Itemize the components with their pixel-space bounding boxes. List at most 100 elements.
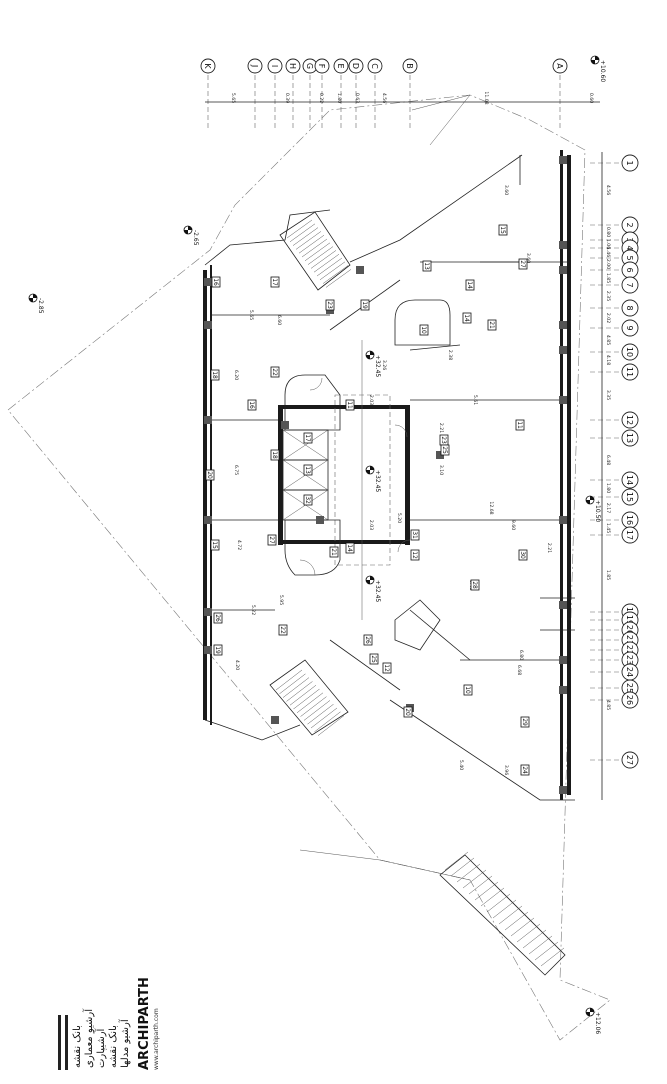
grid-label: 11 <box>625 367 634 377</box>
grid-label: 10 <box>625 347 634 357</box>
grid-bubble-i: I <box>267 58 283 74</box>
dimension-label: 2.35 <box>605 291 611 301</box>
room-number: 15 <box>211 541 218 549</box>
room-dimension: 3.60 <box>525 253 531 263</box>
room-tag: 19 <box>213 644 223 656</box>
grid-bubble-24: 24 <box>621 663 639 681</box>
grid-bubble-27: 27 <box>621 751 639 769</box>
room-tag: 13 <box>303 464 313 476</box>
room-dimension: 2.21 <box>546 543 552 553</box>
grid-label: 6 <box>625 267 634 272</box>
grid-bubble-8: 8 <box>621 299 639 317</box>
grid-label: K <box>203 63 212 69</box>
room-tag: 12 <box>410 549 420 561</box>
dimension-label: 5.65 <box>230 93 236 103</box>
room-tag: 26 <box>213 612 223 624</box>
room-number: 24 <box>521 766 528 774</box>
room-number: 29 <box>521 718 528 726</box>
room-number: 11 <box>346 401 353 409</box>
room-dimension: 5.61 <box>472 395 478 405</box>
dimension-label: 0.63 <box>354 93 360 103</box>
level-value: +32.45 <box>374 580 381 602</box>
level-marker: +12.06 <box>585 1007 601 1034</box>
room-dimension: 9.60 <box>510 520 516 530</box>
grid-bubble-15: 15 <box>621 488 639 506</box>
room-tag: 31 <box>410 529 420 541</box>
grid-label: 5 <box>625 255 634 260</box>
grid-bubble-e: E <box>333 58 349 74</box>
grid-label: 12 <box>625 415 634 425</box>
grid-label: 15 <box>625 492 634 502</box>
room-tag: 30 <box>518 549 528 561</box>
dimension-label: 4.56 <box>605 185 611 195</box>
room-dimension: 2.03 <box>368 520 374 530</box>
column <box>316 516 324 524</box>
room-tag: 14 <box>345 542 355 554</box>
level-value: +32.45 <box>374 355 381 377</box>
room-tag: 20 <box>403 706 413 718</box>
room-dimension: 12.68 <box>488 501 494 514</box>
level-value: -2.65 <box>192 230 199 246</box>
room-tag: 10 <box>419 324 429 336</box>
structural-columns <box>204 156 567 794</box>
room-tag: 16 <box>247 399 257 411</box>
grid-label: H <box>288 63 297 69</box>
room-number: 26 <box>364 636 371 644</box>
column <box>204 321 212 329</box>
room-tag: 22 <box>270 366 280 378</box>
grid-bubble-k: K <box>200 58 216 74</box>
room-number: 21 <box>488 321 495 329</box>
level-value: +12.06 <box>594 1012 601 1034</box>
room-dimension: 4.72 <box>236 540 242 550</box>
grid-label: E <box>336 63 345 68</box>
grid-bubble-h: H <box>285 58 301 74</box>
room-tag: 12 <box>382 662 392 674</box>
level-marker: +10.60 <box>590 55 606 82</box>
level-marker: -2.85 <box>28 293 44 314</box>
grid-label: 23 <box>625 655 634 665</box>
logo-line-5: آرشیو مدلها <box>118 1018 131 1068</box>
room-tag: 11 <box>345 399 355 411</box>
room-tag: 16 <box>211 276 221 288</box>
column <box>559 396 567 404</box>
column <box>436 451 444 459</box>
grid-label: J <box>250 64 259 67</box>
dimension-label: 0.60 <box>588 93 594 103</box>
column <box>204 278 212 286</box>
column <box>204 646 212 654</box>
column <box>559 156 567 164</box>
room-tag: 13 <box>422 260 432 272</box>
room-number: 18 <box>211 371 218 379</box>
column <box>559 686 567 694</box>
room-number: 20 <box>206 471 213 479</box>
room-number: 23 <box>326 301 333 309</box>
right-dimension-string: 4.560.801.061.462.001.852.352.024.854.18… <box>605 185 611 710</box>
grid-bubble-7: 7 <box>621 276 639 294</box>
grid-label: G <box>305 63 314 69</box>
room-number: 18 <box>271 451 278 459</box>
room-tag: 26 <box>363 634 373 646</box>
dimension-label: 0.80 <box>605 227 611 237</box>
room-dimension: 5.95 <box>278 595 284 605</box>
room-tag: 23 <box>439 434 449 446</box>
grid-label: 25 <box>625 683 634 693</box>
room-number: 16 <box>212 278 219 286</box>
room-tag: 25 <box>369 653 379 665</box>
room-tag: 15 <box>498 224 508 236</box>
room-number: 25 <box>441 446 448 454</box>
grid-bubble-10: 10 <box>621 343 639 361</box>
room-number: 28 <box>471 581 478 589</box>
column <box>356 266 364 274</box>
room-dimension: 2.03 <box>368 395 374 405</box>
grid-label: 9 <box>625 325 634 330</box>
room-tag: 14 <box>465 279 475 291</box>
grid-label: 2 <box>625 222 634 227</box>
dimension-label: 2.00 <box>605 259 611 269</box>
grid-label: A <box>555 63 564 69</box>
site-boundary <box>7 94 611 1041</box>
room-tag: 29 <box>520 716 530 728</box>
dimension-label: 1.80 <box>605 483 611 493</box>
